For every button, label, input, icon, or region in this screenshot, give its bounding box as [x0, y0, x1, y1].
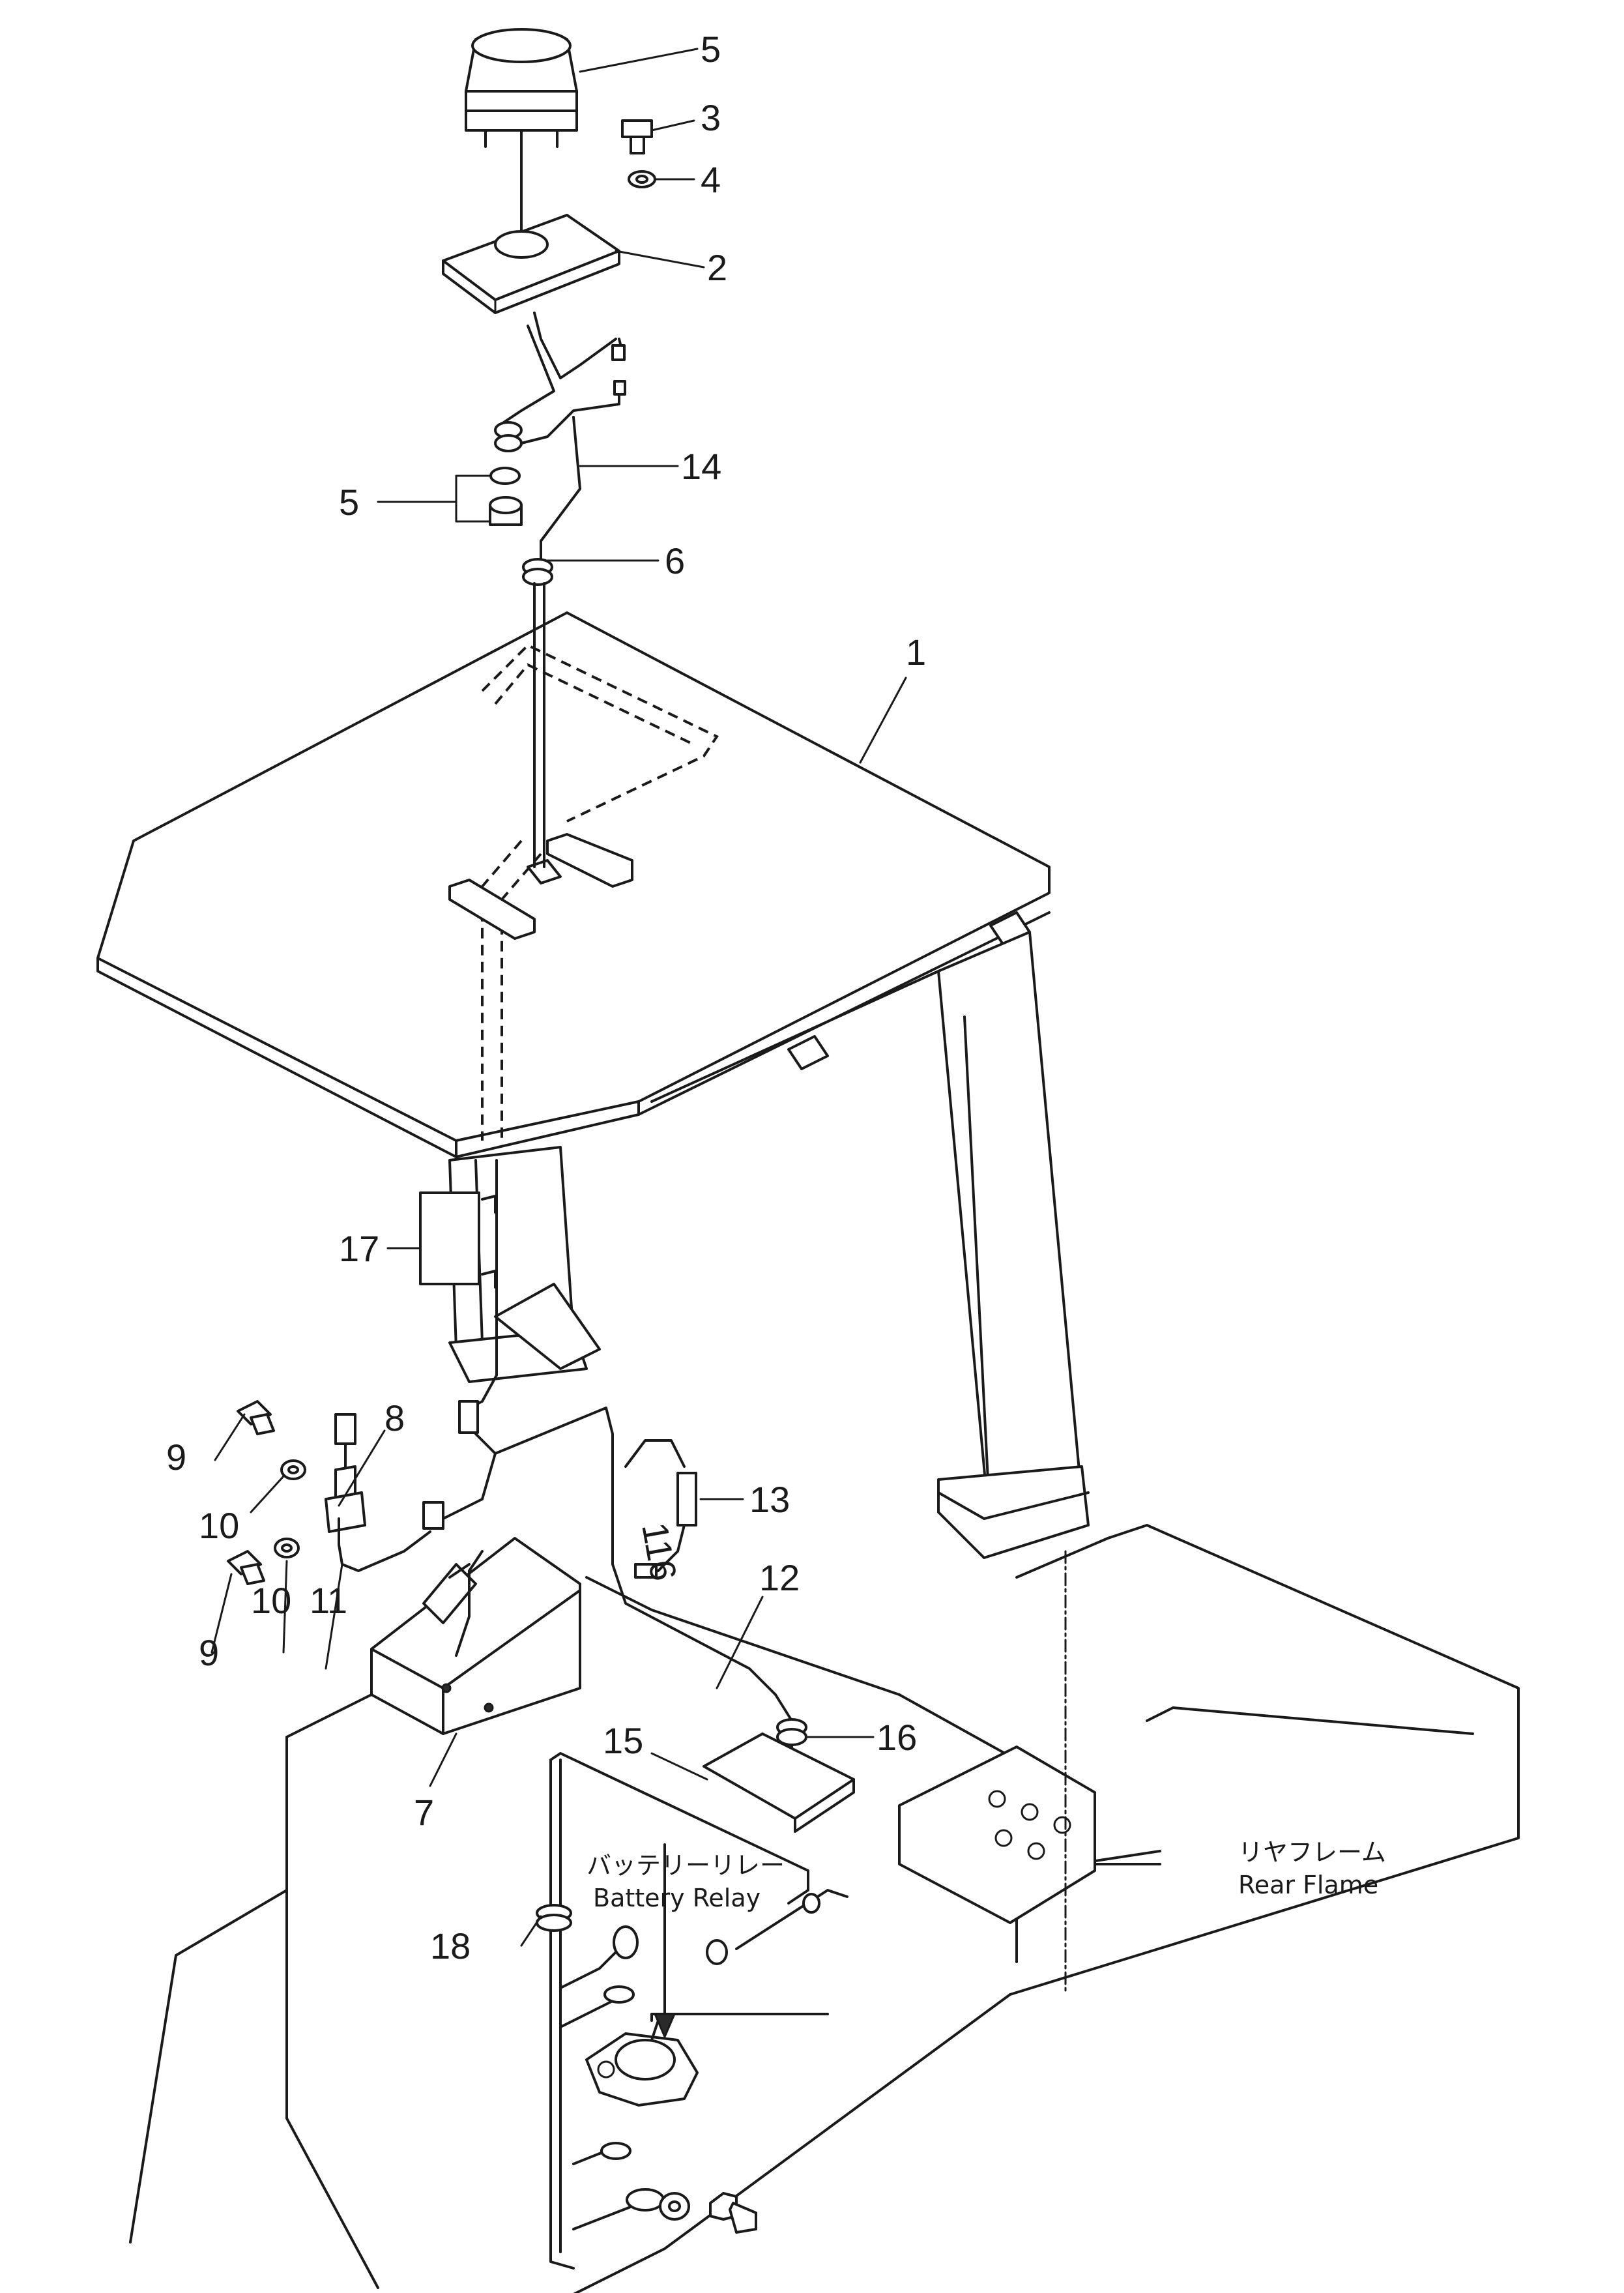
callout-7: 7 — [414, 1792, 434, 1833]
callout-12: 12 — [759, 1557, 800, 1598]
beacon-lamp — [465, 28, 578, 236]
lamp-bracket — [442, 214, 620, 314]
frame-mount-plate — [898, 1745, 1096, 1924]
callout-6: 6 — [665, 540, 685, 581]
callout-11: 11 — [310, 1580, 347, 1621]
grommet-6 — [522, 558, 553, 586]
callout-14: 14 — [681, 446, 721, 487]
rear-frame-label-jp: リヤフレーム — [1238, 1838, 1386, 1867]
callout-1: 1 — [906, 632, 926, 673]
switch-8 — [325, 1413, 431, 1572]
rear-frame — [129, 1524, 1520, 2293]
callout-16: 16 — [877, 1717, 917, 1758]
callout-17: 17 — [339, 1228, 379, 1269]
callout-9-upper: 9 — [166, 1437, 186, 1478]
base-washer — [659, 2192, 690, 2221]
callout-8: 8 — [384, 1397, 405, 1439]
battery-relay — [585, 1889, 848, 2107]
callout-4: 4 — [701, 159, 721, 200]
wire-mark-116: 116 — [634, 1519, 685, 1584]
switch-box-7 — [370, 1537, 581, 1735]
bolt-9-upper — [237, 1400, 275, 1435]
leader-lines — [210, 48, 907, 1947]
canopy-roof — [96, 611, 1051, 1158]
callout-10-upper: 10 — [199, 1505, 239, 1546]
roof-brackets — [448, 833, 1031, 1070]
callout-9-lower: 9 — [199, 1632, 219, 1673]
washer-4 — [628, 170, 656, 188]
rear-frame-label-en: Rear Flame — [1238, 1871, 1378, 1899]
callout-2: 2 — [707, 247, 727, 288]
callout-3: 3 — [701, 97, 721, 138]
fuse-holder-13 — [624, 1439, 697, 1579]
bolt-9-lower — [227, 1550, 265, 1585]
battery-cable — [536, 1752, 809, 2270]
roof-cable — [533, 582, 545, 868]
washer-10-upper — [280, 1459, 306, 1480]
washer-10-lower — [274, 1538, 300, 1558]
callout-5-nut: 5 — [339, 482, 359, 523]
callout-13: 13 — [749, 1479, 790, 1520]
battery-relay-label-en: Battery Relay — [593, 1884, 761, 1912]
lamp-wiring — [494, 312, 626, 568]
callout-18: 18 — [430, 1925, 471, 1966]
relay-pointer — [653, 1843, 676, 2039]
callout-5-lamp: 5 — [701, 29, 721, 70]
callouts: 5 3 4 2 14 5 6 1 17 8 9 10 13 12 9 10 11… — [166, 29, 926, 1966]
callout-10-lower: 10 — [251, 1580, 291, 1621]
plate-15 — [703, 1732, 855, 1833]
canopy-post-rear — [650, 931, 1090, 1559]
labels: バッテリーリレー Battery Relay リヤフレーム Rear Flame — [587, 1838, 1386, 1912]
bolt-3 — [621, 119, 653, 154]
wire-12 — [774, 1693, 807, 1761]
base-bolt — [709, 2192, 757, 2234]
canopy-post-front — [448, 1146, 601, 1383]
washer-nut-5 — [489, 467, 523, 526]
battery-relay-label-jp: バッテリーリレー — [587, 1851, 785, 1880]
harness — [422, 1400, 777, 1696]
callout-15: 15 — [603, 1720, 643, 1761]
